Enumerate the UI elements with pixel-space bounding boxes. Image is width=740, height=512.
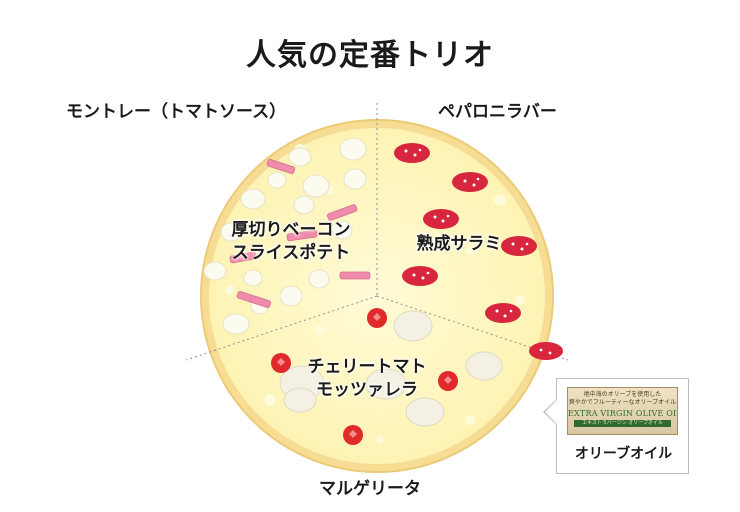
product-brand: EXTRA VIRGIN OLIVE OIL xyxy=(568,409,678,418)
topping-line: スライスポテト xyxy=(231,243,351,263)
olive-oil-product-image: 地中海のオリーブを使用した 爽やかでフルーティーなオリーブオイル EXTRA V… xyxy=(567,387,678,435)
topping-label-bacon-potato: 厚切りベーコン スライスポテト xyxy=(206,219,376,265)
bacon-strips xyxy=(229,158,371,308)
topping-line: モッツァレラ xyxy=(316,380,418,400)
topping-line: チェリートマト xyxy=(307,357,427,377)
section-label-pepperoni-lover: ペパロニラバー xyxy=(438,102,557,122)
topping-line: 厚切りベーコン xyxy=(231,220,351,240)
cherry-tomatoes xyxy=(271,308,458,445)
mozzarella-pieces xyxy=(279,310,503,427)
olive-oil-caption: オリーブオイル xyxy=(574,446,673,462)
topping-label-cherry-mozzarella: チェリートマト モッツァレラ xyxy=(282,356,452,402)
product-text: エキストラバージン オリーブオイル xyxy=(574,420,671,427)
topping-line: 熟成サラミ xyxy=(416,234,502,254)
olive-oil-callout: 地中海のオリーブを使用した 爽やかでフルーティーなオリーブオイル EXTRA V… xyxy=(556,378,689,474)
callout-pointer-fill xyxy=(545,400,557,424)
section-label-monterey: モントレー（トマトソース） xyxy=(66,102,287,122)
product-text: 爽やかでフルーティーなオリーブオイル xyxy=(568,399,677,406)
potato-slices xyxy=(203,137,367,335)
slice-dividers xyxy=(185,103,569,361)
section-label-margherita: マルゲリータ xyxy=(319,479,421,499)
topping-label-salami: 熟成サラミ xyxy=(394,233,524,256)
salami-slices xyxy=(394,143,563,360)
page-title: 人気の定番トリオ xyxy=(246,38,494,73)
product-text: 地中海のオリーブを使用した xyxy=(583,391,662,398)
